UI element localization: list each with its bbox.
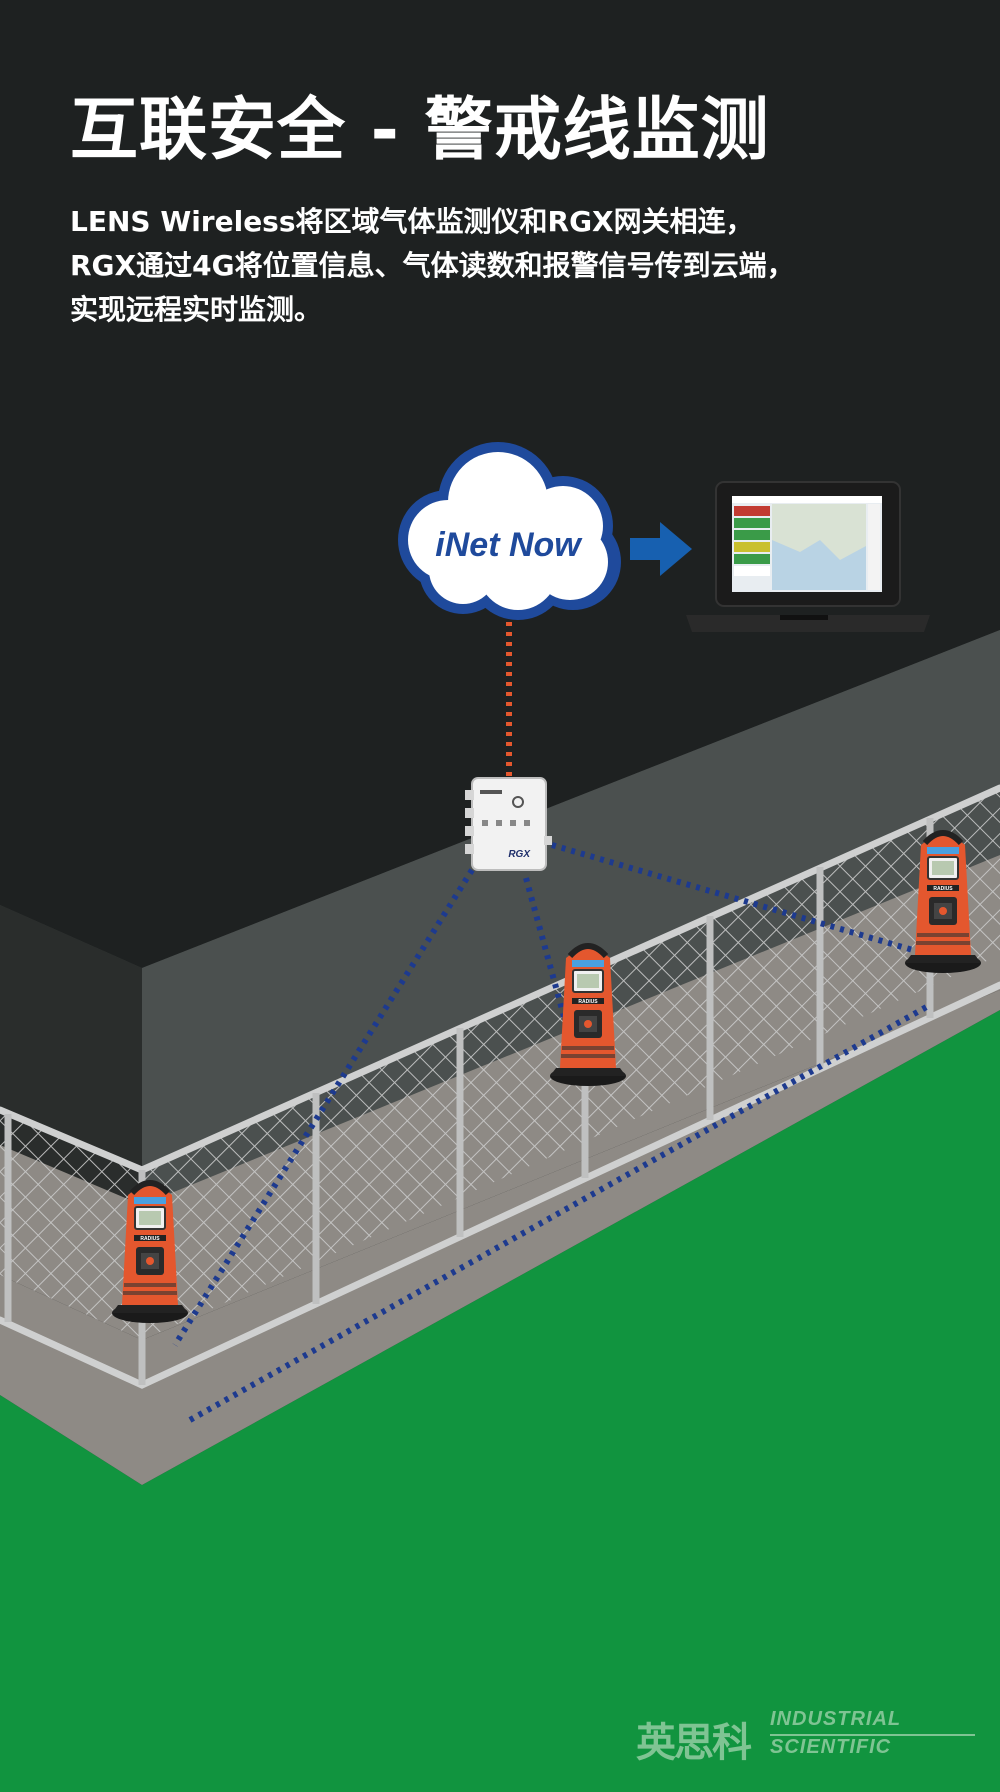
description-line: 实现远程实时监测。 — [70, 293, 323, 326]
description-line: RGX通过4G将位置信息、气体读数和报警信号传到云端， — [70, 249, 795, 282]
laptop-icon — [686, 481, 930, 632]
brand-divider — [770, 1734, 975, 1736]
gas-detector-icon: RADIUS — [905, 830, 981, 973]
gateway-icon: RGX — [465, 777, 552, 871]
gas-detector-icon: RADIUS — [550, 943, 626, 1086]
brand-name-en-line1: INDUSTRIAL — [770, 1708, 902, 1730]
detector-brand: RADIUS — [140, 1236, 160, 1242]
gas-detector-icon: RADIUS — [112, 1180, 188, 1323]
gateway-brand: RGX — [508, 849, 531, 860]
arrow-right-icon — [630, 522, 692, 576]
description: LENS Wireless将区域气体监测仪和RGX网关相连， RGX通过4G将位… — [70, 200, 950, 332]
detector-brand: RADIUS — [578, 999, 598, 1005]
description-line: LENS Wireless将区域气体监测仪和RGX网关相连， — [70, 205, 754, 238]
brand-name-cn: 英思科 — [636, 1720, 752, 1766]
detector-brand: RADIUS — [933, 886, 953, 892]
fence-mesh-left — [0, 1110, 142, 1340]
cloud-icon: iNet Now — [398, 442, 621, 620]
page-title: 互联安全 - 警戒线监测 — [70, 91, 770, 170]
detectors: RADIUS RADIUS RADIUS — [112, 830, 981, 1323]
walkway-edge — [0, 990, 1000, 1485]
brand-logo: 英思科 INDUSTRIAL SCIENTIFIC — [636, 1702, 976, 1772]
cloud-label: iNet Now — [435, 526, 583, 564]
brand-name-en-line2: SCIENTIFIC — [770, 1736, 892, 1758]
ground — [0, 1010, 1000, 1792]
laptop-base — [686, 615, 930, 632]
